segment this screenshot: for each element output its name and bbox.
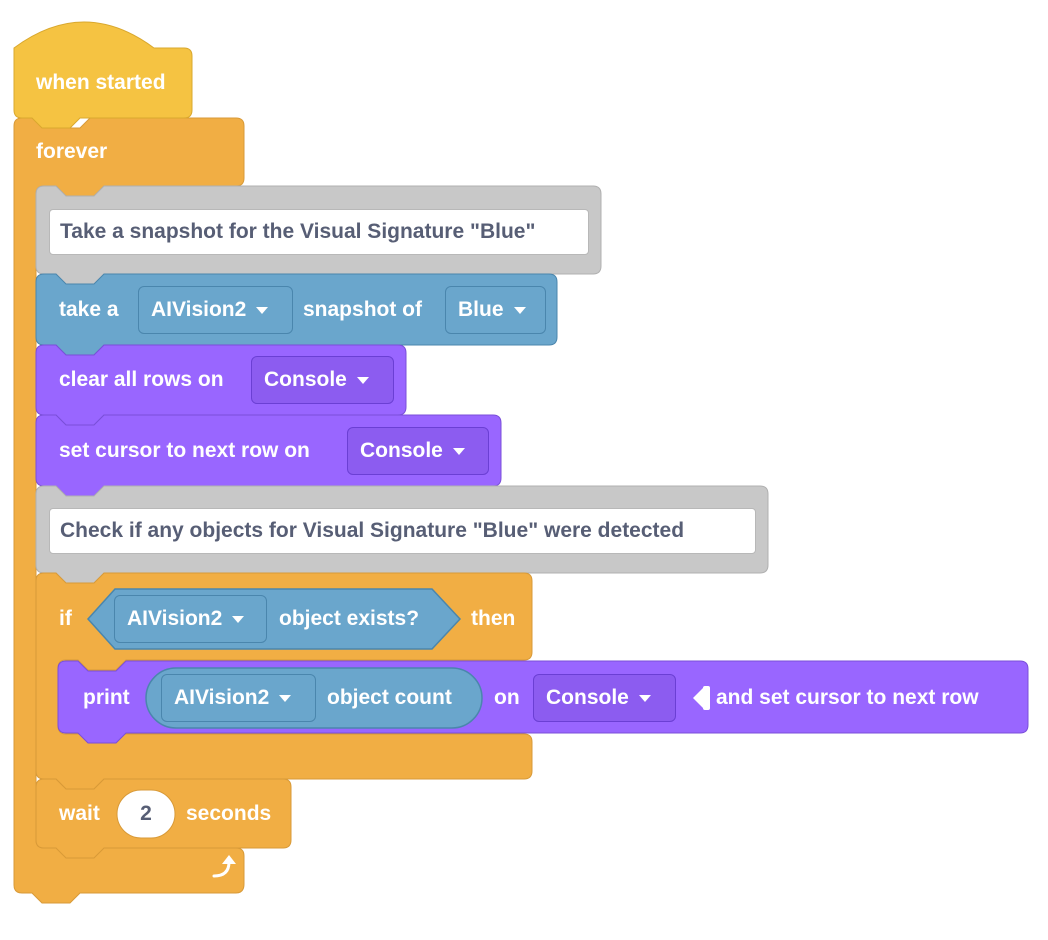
comment-1-box[interactable]: Take a snapshot for the Visual Signature… [49, 209, 589, 255]
caret-down-icon [452, 447, 465, 455]
comment-1-text: Take a snapshot for the Visual Signature… [60, 220, 536, 243]
if-sensor-dropdown[interactable]: AIVision2 [114, 595, 267, 643]
triangle-left-icon[interactable] [693, 686, 710, 710]
snapshot-signature-dropdown[interactable]: Blue [445, 286, 546, 334]
when-started-label: when started [36, 71, 166, 94]
caret-down-icon [232, 615, 245, 623]
print-sensor-value: AIVision2 [174, 686, 270, 709]
condition-label: object exists? [279, 607, 420, 630]
wait-unit-label: seconds [186, 802, 272, 825]
caret-down-icon [256, 306, 269, 314]
set-cursor-label: set cursor to next row on [59, 439, 310, 462]
caret-down-icon [279, 694, 292, 702]
snapshot-sensor-dropdown[interactable]: AIVision2 [138, 286, 293, 334]
object-count-label: object count [327, 686, 452, 709]
wait-label: wait [59, 802, 100, 825]
snapshot-sensor-value: AIVision2 [151, 298, 247, 321]
then-label: then [471, 607, 516, 630]
clear-rows-target-dropdown[interactable]: Console [251, 356, 394, 404]
snapshot-middle-label: snapshot of [303, 298, 422, 321]
forever-label: forever [36, 140, 108, 163]
print-sensor-dropdown[interactable]: AIVision2 [161, 674, 316, 722]
snapshot-signature-value: Blue [458, 298, 504, 321]
clear-rows-label: clear all rows on [59, 368, 224, 391]
caret-down-icon [356, 376, 369, 384]
wait-value[interactable]: 2 [140, 802, 152, 825]
caret-down-icon [638, 694, 651, 702]
wait-value-oval[interactable] [116, 789, 176, 839]
snapshot-prefix-label: take a [59, 298, 119, 321]
if-sensor-value: AIVision2 [127, 607, 223, 630]
comment-2-box[interactable]: Check if any objects for Visual Signatur… [49, 508, 756, 554]
loop-arrow-icon [212, 855, 236, 878]
if-label: if [59, 607, 72, 630]
print-target-value: Console [546, 686, 629, 709]
print-target-dropdown[interactable]: Console [533, 674, 676, 722]
clear-rows-target-value: Console [264, 368, 347, 391]
print-suffix-label: and set cursor to next row [716, 686, 979, 709]
print-on-label: on [494, 686, 520, 709]
set-cursor-target-dropdown[interactable]: Console [347, 427, 489, 475]
caret-down-icon [513, 306, 526, 314]
print-label: print [83, 686, 130, 709]
comment-2-text: Check if any objects for Visual Signatur… [60, 519, 685, 542]
when-started-shape[interactable] [13, 21, 193, 129]
set-cursor-target-value: Console [360, 439, 443, 462]
